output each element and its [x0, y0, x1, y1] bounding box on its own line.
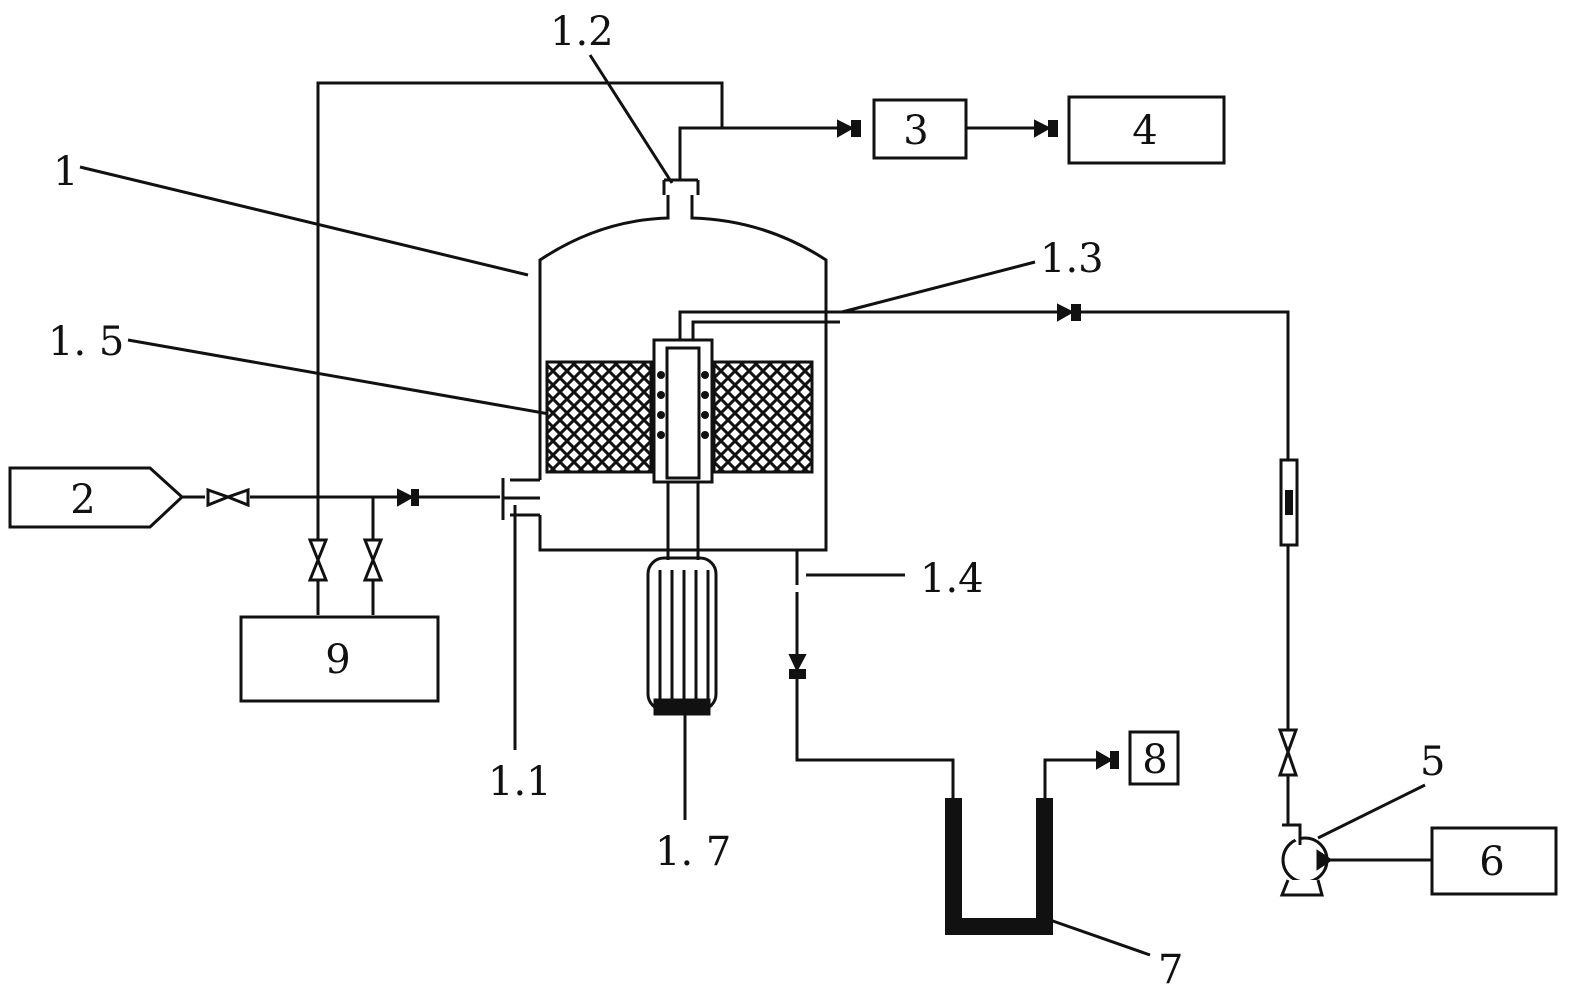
- pump-valve: [1280, 730, 1296, 775]
- side-port-inner: [693, 322, 840, 340]
- inlet-nozzle: [503, 478, 540, 520]
- gas-valve: [208, 490, 248, 505]
- motor: [648, 558, 716, 714]
- outlet-pipe: [680, 128, 850, 180]
- unit-6-label: 6: [1479, 839, 1504, 885]
- gas-source-label: 2: [70, 477, 95, 523]
- check-valve-bottom: [790, 655, 805, 678]
- central-column: [654, 340, 712, 482]
- check-valve-4: [1035, 121, 1057, 136]
- unit-8-label: 8: [1142, 737, 1167, 783]
- unit-3-label: 3: [903, 108, 928, 154]
- valve-9-left: [310, 540, 326, 580]
- unit-9-label: 9: [325, 637, 350, 683]
- inner-tube: [667, 348, 699, 478]
- leader-1-3: [842, 262, 1035, 312]
- label-pump: 5: [1420, 739, 1445, 785]
- bypass-pipe: [318, 83, 722, 515]
- label-side-port: 1.3: [1040, 236, 1104, 282]
- leader-5: [1318, 785, 1425, 838]
- unit-4-label: 4: [1132, 108, 1157, 154]
- label-packing: 1. 5: [48, 319, 124, 365]
- leader-7: [1050, 920, 1150, 955]
- label-motor: 1. 7: [655, 829, 731, 875]
- top-nozzle: [664, 180, 698, 195]
- shaft: [668, 482, 698, 560]
- leader-1-2: [590, 55, 672, 183]
- check-valve-3: [838, 121, 860, 136]
- u-tube: [945, 798, 1053, 935]
- valve-9-right: [365, 540, 381, 580]
- check-valve-gas: [398, 490, 418, 505]
- label-u-tube: 7: [1158, 947, 1183, 993]
- label-outlet-top: 1.2: [550, 9, 614, 55]
- u-tube-outlet: [1045, 760, 1100, 800]
- packing-left: [547, 362, 651, 472]
- check-valve-side: [1058, 305, 1080, 320]
- label-inlet: 1.1: [488, 759, 552, 805]
- leader-1-5: [128, 340, 555, 415]
- label-reactor: 1: [53, 149, 78, 195]
- check-valve-8: [1097, 752, 1118, 768]
- leader-1: [80, 167, 528, 275]
- label-bottom-port: 1.4: [920, 556, 984, 602]
- gas-source-box: [10, 468, 182, 527]
- packing-right: [714, 362, 812, 472]
